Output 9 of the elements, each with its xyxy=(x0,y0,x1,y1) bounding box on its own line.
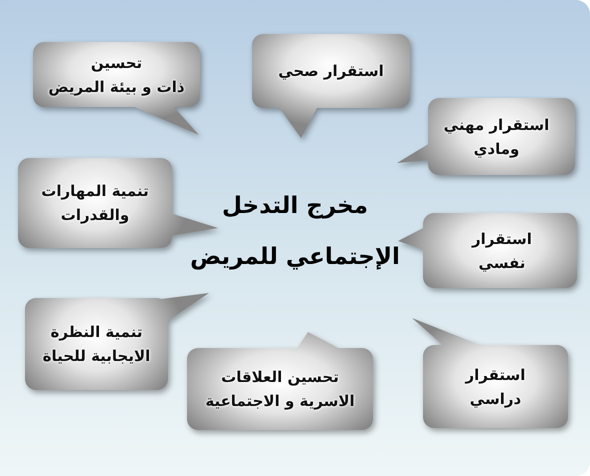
bubble-text: تحسين ذات و بيئة المريض xyxy=(48,52,185,98)
diagram-title: مخرج التدخل الإجتماعي للمريض xyxy=(190,192,400,272)
bubble-text: استقرار صحي xyxy=(278,61,384,82)
bubble-text: استقرار دراسي xyxy=(466,364,526,410)
bubble-text: استقرار مهني ومادي xyxy=(444,114,550,160)
bubble-text: تنمية المهارات والقدرات xyxy=(41,181,149,226)
bubble-text: استقرار نفسي xyxy=(472,228,532,274)
bubble-text: تنمية النظرة الايجابية للحياة xyxy=(42,322,150,367)
bubble-text: تحسين العلاقات الاسرية و الاجتماعية xyxy=(205,367,355,412)
